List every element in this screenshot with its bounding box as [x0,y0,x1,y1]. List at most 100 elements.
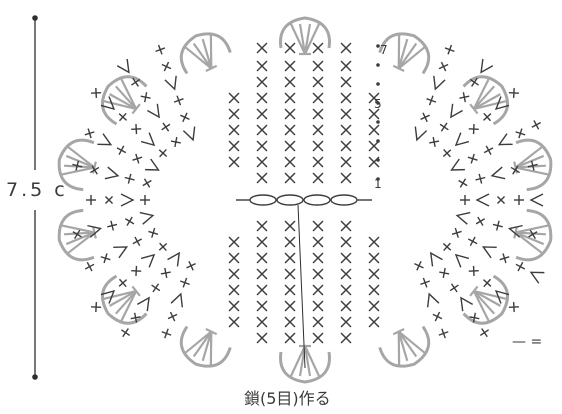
single-crochet-stitch [256,236,268,248]
stitch-stroke [284,140,296,152]
single-crochet-stitch [256,220,268,232]
increase-stitch [529,271,545,284]
chain-stitch [276,194,304,206]
increase-stitch [97,133,113,146]
double-crochet-spoke [120,290,138,322]
double-crochet-spoke [473,290,501,307]
stitch-stroke [91,91,102,94]
crochet-stitch-plus [90,165,100,175]
crochet-stitch-plus [124,173,135,184]
stitch-stroke [120,329,131,337]
stitch-stroke [312,220,324,232]
stitch-stroke [368,108,380,120]
stitch-field [72,42,545,344]
stitch-stroke [284,172,296,184]
increase-stitch [104,166,120,180]
crochet-stitch-plus [439,267,450,278]
stitch-stroke [312,60,324,72]
crochet-stitch-plus [414,260,424,271]
stitch-stroke [468,269,479,272]
stitch-stroke [340,42,352,54]
increase-stitch [454,253,470,268]
row-number-7: 7 [380,43,388,57]
row-marker-dot [376,82,380,86]
crochet-stitch-plus [72,229,82,239]
double-crochet-spoke [114,290,137,315]
crochet-stitch-plus [131,77,141,87]
stitch-stroke [140,253,156,268]
single-crochet-stitch [340,284,352,296]
stitch-stroke [340,92,352,104]
crochet-stitch-plus [104,195,114,205]
stitch-stroke [284,42,296,54]
petal-base [205,64,218,73]
stitch-stroke [432,136,436,148]
stitch-stroke [169,311,176,322]
crochet-stitch-plus [475,216,486,226]
stitch-stroke [256,140,268,152]
stitch-stroke [485,145,492,155]
crochet-stitch-plus [496,195,506,205]
stitch-stroke [460,296,474,312]
increase-stitch [116,58,130,74]
single-crochet-stitch [340,108,352,120]
stitch-stroke [104,166,120,180]
stitch-stroke [104,195,114,205]
increase-stitch [507,224,523,238]
stitch-stroke [340,60,352,72]
stitch-stroke [120,193,135,207]
increase-stitch [140,253,156,268]
petal-base [469,103,479,115]
stitch-stroke [75,160,80,171]
single-crochet-stitch [256,108,268,120]
single-crochet-stitch [312,316,324,328]
stitch-stroke [508,306,519,309]
single-crochet-stitch [340,220,352,232]
single-crochet-stitch [340,42,352,54]
single-crochet-stitch [256,76,268,88]
double-crochet-spoke [397,42,418,70]
stitch-stroke [512,87,515,98]
single-crochet-stitch [340,236,352,248]
increase-stitch [147,103,160,119]
stitch-stroke [528,231,538,238]
stitch-stroke [368,316,380,328]
single-crochet-stitch [256,172,268,184]
double-crochet-spoke [515,224,549,234]
increase-stitch [100,289,116,304]
stitch-stroke [312,76,324,88]
increase-stitch [182,126,196,142]
crochet-stitch-plus [508,302,519,313]
stitch-stroke [173,98,184,103]
stitch-stroke [475,193,490,207]
stitch-stroke [142,179,152,187]
stitch-stroke [256,92,268,104]
double-crochet-spoke [290,23,306,55]
double-crochet-spoke [184,330,212,354]
single-crochet-stitch [228,140,240,152]
crochet-stitch-plus [84,261,95,272]
crochet-stitch-plus [161,328,172,339]
petal-base [469,285,479,297]
stitch-stroke [368,268,380,280]
crochet-stitch-plus [131,265,142,276]
single-crochet-stitch [228,252,240,264]
increase-stitch [100,96,116,111]
stitch-stroke [368,124,380,136]
single-crochet-stitch [312,268,324,280]
stitch-stroke [159,148,167,158]
double-crochet-spoke [67,146,96,169]
stitch-stroke [340,284,352,296]
stitch-stroke [284,156,296,168]
crochet-stitch-plus [170,136,181,148]
stitch-stroke [118,278,127,288]
chain-stitch [303,194,331,206]
stitch-stroke [256,252,268,264]
crochet-stitch-plus [107,220,118,231]
single-crochet-stitch [340,252,352,264]
single-crochet-stitch [284,124,296,136]
stitch-stroke [479,329,490,337]
crochet-stitch-plus [180,112,190,123]
row-number-1: 1 [374,177,382,191]
petal-scallop [179,325,232,368]
